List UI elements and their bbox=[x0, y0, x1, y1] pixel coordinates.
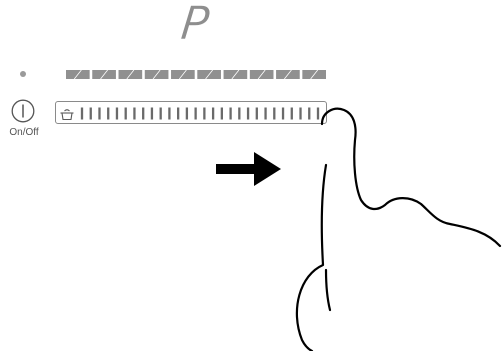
level-segment-highlight bbox=[205, 70, 213, 79]
slider-ticks bbox=[80, 107, 320, 120]
level-segment-highlight bbox=[310, 70, 319, 79]
level-segment-highlight bbox=[152, 70, 161, 79]
level-segment-highlight bbox=[100, 70, 108, 79]
power-button-icon[interactable] bbox=[11, 99, 35, 123]
level-segment-highlight bbox=[231, 70, 240, 79]
hand-pointer-icon bbox=[295, 107, 502, 351]
indicator-dot bbox=[20, 71, 26, 77]
level-segment-highlight bbox=[257, 70, 266, 79]
power-slider[interactable] bbox=[55, 101, 327, 124]
level-segment-highlight bbox=[284, 70, 292, 79]
arrow-right-icon bbox=[216, 152, 281, 186]
level-segment-highlight bbox=[73, 70, 82, 79]
pot-icon bbox=[60, 109, 74, 121]
level-indicator-bar bbox=[66, 70, 326, 79]
level-segment-highlight bbox=[179, 70, 187, 79]
level-segment-highlight bbox=[126, 70, 135, 79]
power-button-label: On/Off bbox=[9, 127, 39, 138]
